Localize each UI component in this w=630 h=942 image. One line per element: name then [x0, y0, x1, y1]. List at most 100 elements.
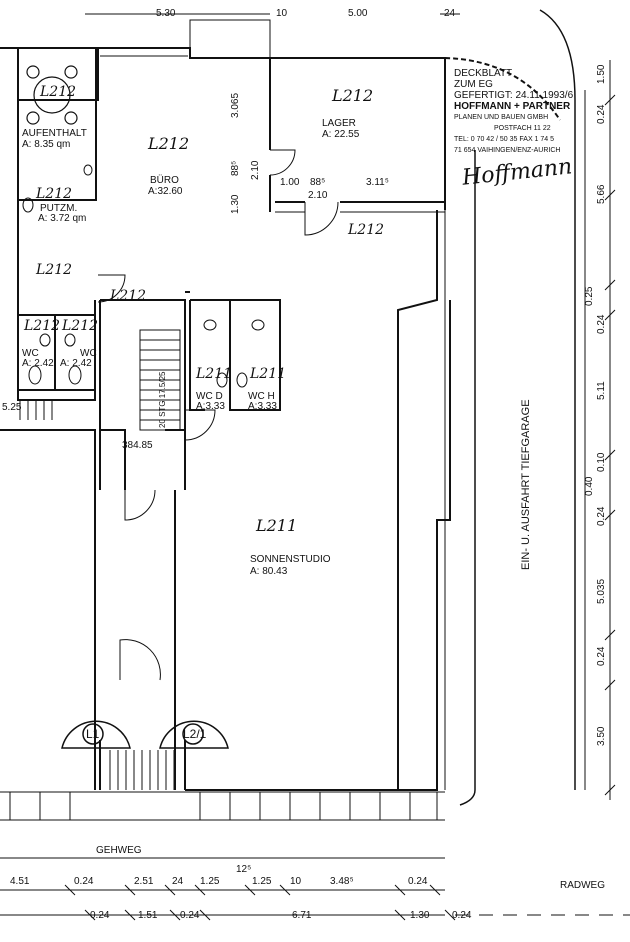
room-area-putz: A: 3.72 qm — [38, 213, 87, 224]
room-code-flur-2: L212 — [36, 262, 73, 278]
dim-311: 3.11⁵ — [366, 177, 389, 188]
room-area-wc1: A: 2.42 — [22, 358, 54, 369]
room-area-lager: A: 22.55 — [322, 129, 360, 140]
garage-lines — [459, 9, 586, 806]
room-area-wch: A:3.33 — [248, 401, 277, 412]
room-code-lager: L212 — [332, 86, 374, 105]
dim-top-4: 24 — [444, 8, 456, 19]
dim-bot2-024a: 0.24 — [90, 910, 110, 921]
dim-100: 1.00 — [280, 177, 300, 188]
table-chairs — [26, 65, 78, 125]
label-radweg: RADWEG — [560, 880, 605, 891]
room-code-flur-3: L212 — [110, 288, 147, 304]
entry-pads — [61, 720, 229, 749]
dim-top-2: 10 — [276, 8, 288, 19]
dim-bot1-125b: 1.25 — [252, 876, 272, 887]
stamp-sub: PLANEN UND BAUEN GMBH — [454, 114, 549, 121]
dim-bot2-151: 1.51 — [138, 910, 158, 921]
dim-bot1-024b: 0.24 — [408, 876, 428, 887]
dim-top-3: 5.00 — [348, 8, 368, 19]
dim-top-1: 5.30 — [156, 8, 176, 19]
dim-right-150: 1.50 — [596, 64, 607, 84]
title-stamp: DECKBLATT ZUM EG GEFERTIGT: 24.11.1993/6… — [454, 68, 573, 156]
dim-right-024d: 0.24 — [596, 646, 607, 666]
doors — [97, 57, 561, 681]
label-gehweg: GEHWEG — [96, 845, 142, 856]
room-code-flur-1: L212 — [348, 222, 385, 238]
dim-right-024b: 0.24 — [596, 314, 607, 334]
label-stair: 20 STG 17.5/25 — [158, 371, 167, 428]
room-code-studio: L211 — [256, 516, 298, 535]
dim-bot1-125a: 1.25 — [200, 876, 220, 887]
dim-right-010: 0.10 — [596, 452, 607, 472]
dim-885: 88⁵ — [230, 160, 241, 176]
dimension-lines — [0, 13, 630, 921]
wall-stair-box — [100, 429, 126, 490]
room-area-buero: A:32.60 — [148, 186, 183, 197]
bay-window — [189, 19, 271, 59]
entry-code-2: L2/1 — [183, 727, 207, 741]
room-area-studio: A: 80.43 — [250, 566, 288, 577]
room-name-lager: LAGER — [322, 118, 356, 129]
dim-bot2-024b: 0.24 — [180, 910, 200, 921]
dim-bot1-251: 2.51 — [134, 876, 154, 887]
wall-wc-block — [190, 299, 281, 411]
room-name-buero: BÜRO — [150, 175, 179, 186]
wall-right — [397, 210, 451, 791]
dim-210a: 2.10 — [250, 160, 261, 180]
room-name-aufenthalt: AUFENTHALT — [22, 128, 87, 139]
fence-bottom — [0, 791, 445, 821]
room-code-aufenthalt: L212 — [40, 84, 77, 100]
label-stair-level: 384.85 — [122, 440, 153, 451]
dim-right-350: 3.50 — [596, 726, 607, 746]
room-code-wcd: L211 — [196, 366, 233, 382]
wall-left-upper — [17, 200, 96, 401]
wall-aufenthalt — [17, 48, 97, 201]
wall-top-left — [0, 47, 99, 101]
dim-right-024c: 0.24 — [596, 506, 607, 526]
stamp-company: HOFFMANN + PARTNER — [454, 101, 571, 112]
fixtures — [22, 164, 265, 388]
room-area-wc2: A: 2.42 — [60, 358, 92, 369]
room-name-wc1: WC — [22, 348, 39, 359]
room-name-studio: SONNENSTUDIO — [250, 554, 331, 565]
stamp-line1: DECKBLATT — [454, 68, 513, 79]
room-code-wc1: L212 — [24, 318, 61, 334]
stamp-line3: GEFERTIGT: 24.11.1993/6 — [454, 90, 574, 101]
dim-right-024a: 0.24 — [596, 104, 607, 124]
room-name-putz: PUTZM. — [40, 203, 78, 214]
dim-bot1-024a: 0.24 — [74, 876, 94, 887]
dim-130: 1.30 — [230, 194, 241, 214]
stamp-city: 71 654 VAIHINGEN/ENZ-AURICH — [454, 147, 561, 154]
room-name-wc2: WC — [80, 348, 97, 359]
dim-bot1-24: 24 — [172, 876, 184, 887]
room-code-wc2: L212 — [62, 318, 99, 334]
dim-right-025: 0.25 — [584, 286, 595, 306]
dim-210b: 2.10 — [308, 190, 328, 201]
dim-right-040: 0.40 — [584, 476, 595, 496]
stamp-line2: ZUM EG — [454, 79, 493, 90]
room-area-wcd: A:3.33 — [196, 401, 225, 412]
dim-bot1-10: 10 — [290, 876, 302, 887]
dim-bot2-671: 6.71 — [292, 910, 312, 921]
dim-bot2-024c: 0.24 — [452, 910, 472, 921]
room-area-aufenthalt: A: 8.35 qm — [22, 139, 71, 150]
wall-wc-left — [18, 314, 95, 391]
entry-code-1: L1 — [86, 727, 100, 741]
dim-885b: 88⁵ — [310, 177, 326, 188]
fence-posts — [9, 792, 438, 820]
dim-bot2-130: 1.30 — [410, 910, 430, 921]
wall-left-lower — [0, 429, 96, 790]
staircase — [19, 329, 181, 431]
dim-3065: 3.065 — [230, 92, 241, 118]
stamp-tel: TEL: 0 70 42 / 50 35 FAX 1 74 5 — [454, 136, 555, 143]
room-name-wch: WC H — [248, 391, 275, 402]
entry-steps — [109, 750, 175, 790]
room-code-buero: L212 — [148, 134, 190, 153]
room-name-wcd: WC D — [196, 391, 223, 402]
room-code-putz: L212 — [36, 186, 73, 202]
dim-bot1-348: 3.48⁵ — [330, 876, 354, 887]
dim-bot1-451: 4.51 — [10, 876, 30, 887]
dim-right-566: 5.66 — [596, 184, 607, 204]
